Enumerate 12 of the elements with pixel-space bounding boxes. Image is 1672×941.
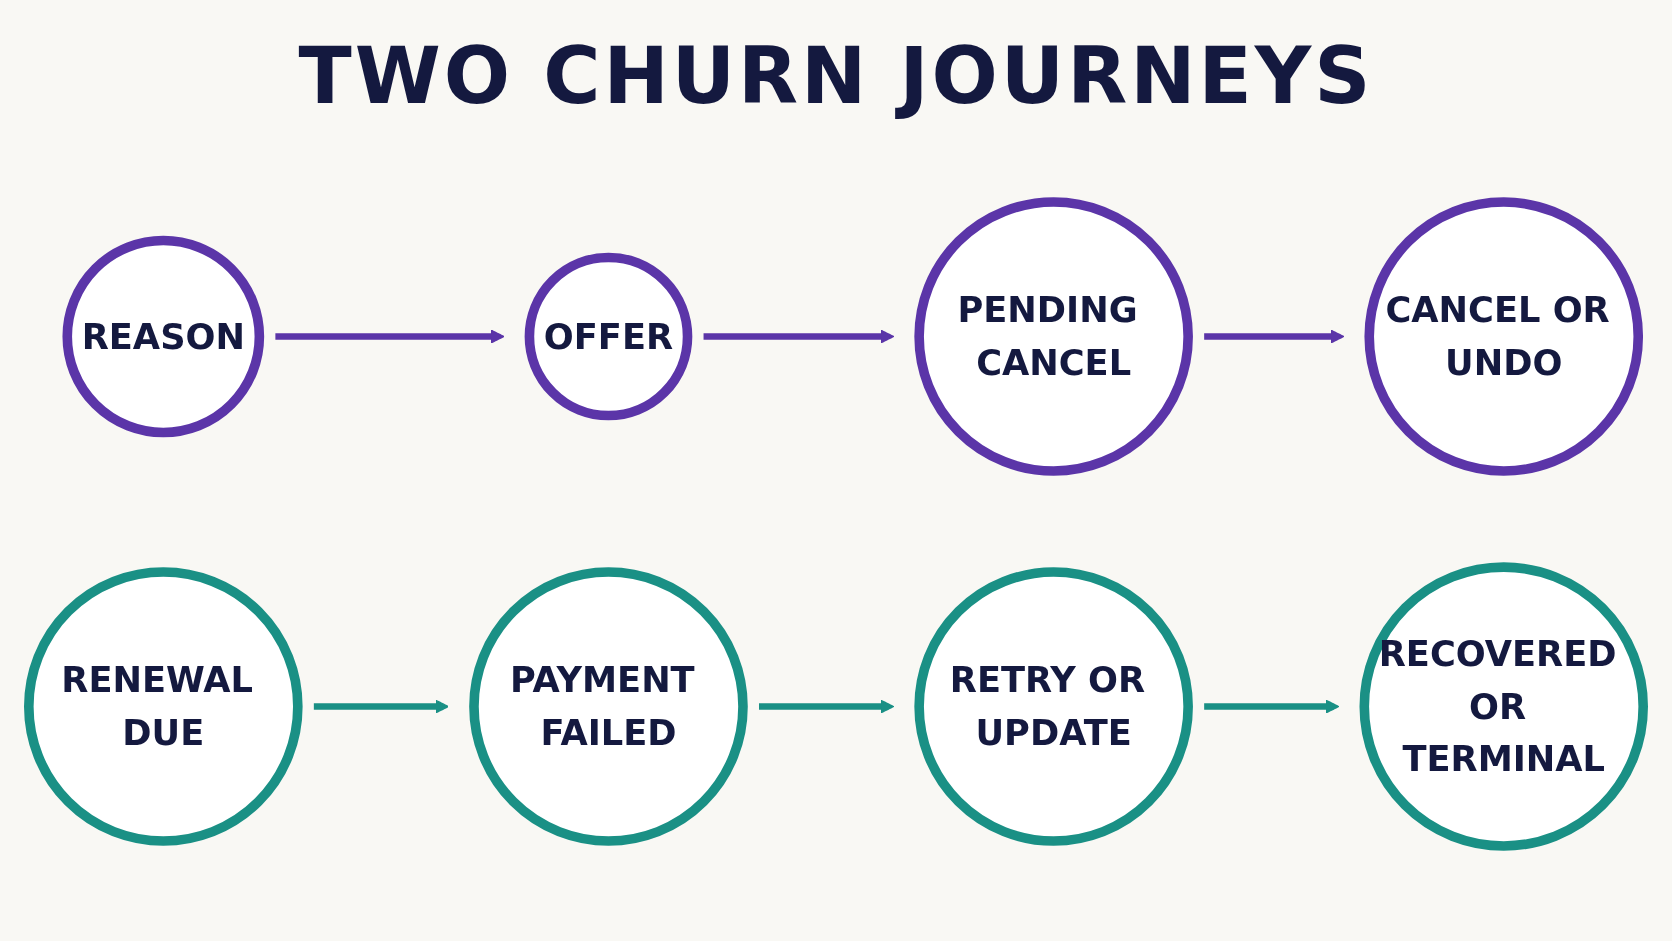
arrow	[275, 329, 505, 344]
title: TWO CHURN JOURNEYS	[298, 30, 1374, 123]
circle-node: OFFER	[524, 252, 693, 421]
circle-node: REASON	[62, 235, 265, 438]
circle-node: RENEWAL DUE	[24, 567, 303, 846]
circle-node: RETRY OR UPDATE	[914, 567, 1193, 846]
arrow	[313, 699, 449, 714]
circle-node: CANCEL OR UNDO	[1364, 197, 1644, 476]
circle-node: PENDING CANCEL	[914, 197, 1193, 476]
arrow	[703, 329, 895, 344]
circle-node: PAYMENT FAILED	[469, 567, 748, 846]
circle-node: RECOVERED OR TERMINAL	[1359, 562, 1648, 851]
